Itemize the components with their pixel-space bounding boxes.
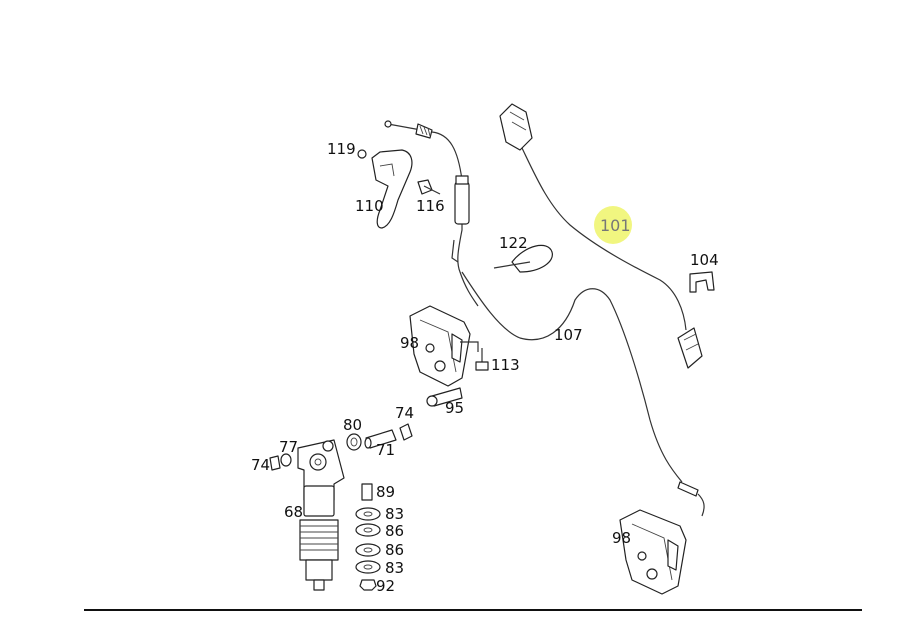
clip-104 [689, 271, 715, 293]
clip-74-upper [399, 423, 413, 441]
callout-92[interactable]: 92 [376, 577, 396, 595]
pin-95 [426, 387, 463, 407]
sleeve-89 [361, 483, 373, 501]
callout-95[interactable]: 95 [445, 399, 465, 417]
callout-83-upper[interactable]: 83 [385, 505, 405, 523]
washer-80 [346, 433, 362, 451]
callout-86-lower[interactable]: 86 [385, 541, 405, 559]
gas-strut-68 [297, 439, 345, 591]
callout-113[interactable]: 113 [491, 356, 520, 374]
cable-tie-122 [493, 244, 553, 273]
washer-86-upper [355, 523, 381, 537]
nut-92 [359, 579, 377, 591]
washer-83-upper [355, 507, 381, 521]
callout-110[interactable]: 110 [355, 197, 384, 215]
callout-83-lower[interactable]: 83 [385, 559, 405, 577]
callout-98-upper[interactable]: 98 [400, 334, 420, 352]
washer-83-lower [355, 560, 381, 574]
callout-89[interactable]: 89 [376, 483, 396, 501]
callout-98-lower[interactable]: 98 [612, 529, 632, 547]
callout-80[interactable]: 80 [343, 416, 363, 434]
wiring-harness-101 [499, 103, 703, 369]
washer-77 [280, 453, 292, 467]
callout-74-upper[interactable]: 74 [395, 404, 415, 422]
callout-104[interactable]: 104 [690, 251, 719, 269]
latch-98-upper [409, 305, 471, 387]
pin-71 [364, 429, 397, 449]
bowden-cable-107 [384, 120, 705, 517]
bottom-rule [84, 609, 862, 611]
callout-122[interactable]: 122 [499, 234, 528, 252]
callout-101[interactable]: 101 [600, 216, 631, 235]
callout-119[interactable]: 119 [327, 140, 356, 158]
callout-107[interactable]: 107 [554, 326, 583, 344]
release-handle-110 [357, 149, 413, 229]
bolt-116 [417, 179, 441, 195]
screw-113 [460, 341, 489, 371]
washer-86-lower [355, 543, 381, 557]
callout-71[interactable]: 71 [376, 441, 396, 459]
callout-68[interactable]: 68 [284, 503, 304, 521]
latch-98-lower [619, 509, 687, 595]
callout-77[interactable]: 77 [279, 438, 299, 456]
callout-74-lower[interactable]: 74 [251, 456, 271, 474]
callout-86-upper[interactable]: 86 [385, 522, 405, 540]
highlight-marker [594, 206, 632, 244]
clip-74-lower [269, 455, 281, 471]
callout-116[interactable]: 116 [416, 197, 445, 215]
